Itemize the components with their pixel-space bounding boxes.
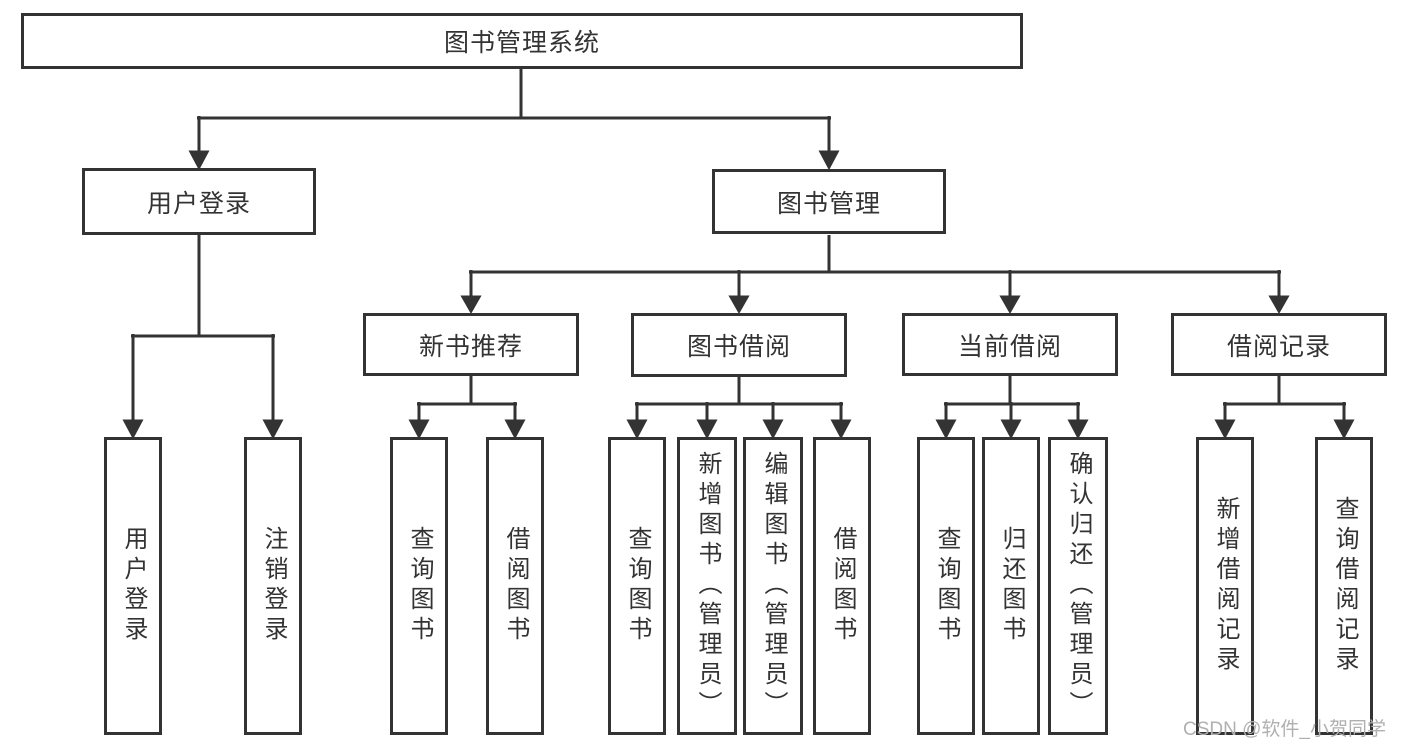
node-new-book-recommend: 新书推荐	[363, 313, 579, 376]
node-borrowing-records: 借阅记录	[1171, 313, 1387, 376]
leaf-query-borrow-record-label: 查询借阅记录	[1331, 496, 1358, 676]
leaf-edit-books-admin-label: 编辑图书（管理员）	[760, 451, 787, 721]
node-root-label: 图书管理系统	[443, 29, 600, 57]
leaf-query-books-3: 查询图书	[917, 437, 975, 735]
leaf-return-books: 归还图书	[982, 437, 1040, 735]
leaf-borrow-books-1: 借阅图书	[486, 437, 544, 735]
leaf-add-borrow-record: 新增借阅记录	[1196, 437, 1254, 735]
node-user-login-label: 用户登录	[146, 189, 251, 218]
leaf-logout-login: 注销登录	[244, 437, 302, 735]
leaf-add-borrow-record-label: 新增借阅记录	[1212, 496, 1239, 676]
leaf-borrow-books-2-label: 借阅图书	[829, 526, 856, 646]
leaf-query-books-2: 查询图书	[608, 437, 666, 735]
leaf-query-books-1-label: 查询图书	[406, 526, 433, 646]
leaf-logout-login-label: 注销登录	[260, 526, 287, 646]
node-book-borrowing: 图书借阅	[631, 313, 847, 377]
leaf-borrow-books-2: 借阅图书	[813, 437, 871, 735]
node-book-management: 图书管理	[712, 169, 946, 234]
connector-borrowing-records	[1214, 376, 1355, 440]
node-root: 图书管理系统	[21, 13, 1023, 69]
connector-user-login	[122, 235, 284, 440]
node-book-borrowing-label: 图书借阅	[686, 333, 791, 361]
leaf-borrow-books-1-label: 借阅图书	[502, 526, 529, 646]
connector-book-management	[460, 235, 1290, 315]
leaf-edit-books-admin: 编辑图书（管理员）	[743, 437, 803, 735]
leaf-add-books-admin-label: 新增图书（管理员）	[694, 451, 721, 721]
node-borrowing-records-label: 借阅记录	[1226, 332, 1331, 361]
connector-current-borrowing	[935, 376, 1089, 440]
leaf-query-borrow-record: 查询借阅记录	[1315, 437, 1373, 735]
node-current-borrowing: 当前借阅	[902, 313, 1118, 376]
watermark-text: CSDN @软件_小贺同学	[1183, 719, 1386, 740]
leaf-user-login-label: 用户登录	[120, 526, 147, 646]
connector-book-borrowing	[626, 377, 852, 440]
node-new-book-recommend-label: 新书推荐	[418, 332, 523, 361]
connector-new-book-recommend	[408, 376, 526, 440]
connector-root	[188, 69, 840, 171]
leaf-add-books-admin: 新增图书（管理员）	[677, 437, 737, 735]
node-book-management-label: 图书管理	[776, 189, 881, 218]
leaf-query-books-2-label: 查询图书	[624, 526, 651, 646]
leaf-query-books-3-label: 查询图书	[933, 526, 960, 646]
leaf-query-books-1: 查询图书	[390, 437, 448, 735]
node-current-borrowing-label: 当前借阅	[957, 332, 1062, 361]
leaf-confirm-return-admin: 确认归还（管理员）	[1048, 437, 1108, 735]
leaf-user-login: 用户登录	[104, 437, 162, 735]
node-user-login: 用户登录	[82, 168, 316, 235]
leaf-return-books-label: 归还图书	[998, 526, 1025, 646]
leaf-confirm-return-admin-label: 确认归还（管理员）	[1065, 451, 1092, 721]
